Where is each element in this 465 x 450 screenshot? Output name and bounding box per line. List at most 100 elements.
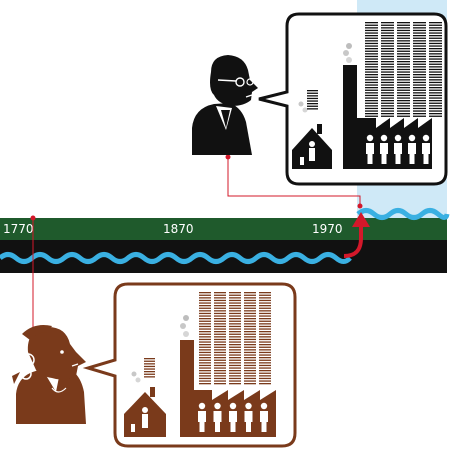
money-bill	[199, 302, 211, 304]
money-bill	[397, 22, 410, 24]
money-bill	[413, 115, 426, 117]
money-bill	[381, 48, 394, 50]
money-bill	[397, 35, 410, 37]
money-bill	[259, 328, 271, 330]
money-bill	[259, 315, 271, 317]
worker-icon	[366, 134, 430, 164]
money-bill	[381, 92, 394, 94]
money-bill	[229, 315, 241, 317]
money-bill	[381, 105, 394, 107]
money-bill	[244, 331, 256, 333]
worker-body	[244, 411, 253, 432]
money-bill	[381, 29, 394, 32]
money-bill	[429, 24, 442, 26]
money-bill	[413, 42, 426, 45]
money-bill	[214, 315, 226, 317]
money-bill	[397, 63, 410, 65]
money-bill	[259, 351, 271, 354]
money-bill	[214, 318, 226, 320]
money-bill	[397, 71, 410, 73]
money-bill	[214, 372, 226, 374]
money-bill	[365, 100, 378, 102]
worker-head	[394, 134, 402, 142]
money-bill	[244, 359, 256, 361]
worker-body	[394, 143, 402, 164]
money-bill	[214, 312, 226, 315]
money-bill	[365, 94, 378, 97]
money-bill	[429, 76, 442, 78]
money-bill	[413, 79, 426, 81]
money-bill	[244, 320, 256, 322]
money-bill	[397, 89, 410, 91]
money-bill	[429, 81, 442, 84]
money-bill	[413, 110, 426, 112]
money-bill	[429, 105, 442, 107]
money-bill	[259, 346, 271, 348]
money-bill	[229, 336, 241, 338]
money-bill	[413, 100, 426, 102]
money-bill	[229, 362, 241, 364]
worker-head	[260, 402, 268, 410]
money-bill	[199, 359, 211, 361]
money-bill	[365, 37, 378, 39]
money-bill	[259, 323, 271, 325]
money-bill	[229, 383, 241, 385]
money-bill	[199, 362, 211, 364]
money-bill	[259, 359, 271, 361]
money-bill	[429, 40, 442, 42]
worker-head	[214, 402, 221, 410]
money-bill	[229, 372, 241, 374]
money-bill	[229, 344, 241, 346]
money-bill	[214, 349, 226, 351]
money-bill	[229, 377, 241, 380]
money-bill	[413, 58, 426, 60]
year-label-1970: 1970	[312, 222, 343, 236]
money-bill	[199, 307, 211, 309]
money-bill	[244, 325, 256, 328]
money-bill	[229, 333, 241, 335]
money-bill	[229, 325, 241, 328]
money-bill	[214, 338, 226, 341]
money-bill	[214, 354, 226, 356]
worker-head	[198, 402, 206, 410]
money-bill	[365, 42, 378, 45]
money-bill	[413, 55, 426, 58]
money-bill	[413, 61, 426, 63]
money-bill	[214, 380, 226, 382]
money-bill	[229, 328, 241, 330]
money-bill	[365, 35, 378, 37]
money-bill	[381, 55, 394, 58]
money-bill	[397, 100, 410, 102]
money-bill	[413, 32, 426, 34]
money-bill	[244, 341, 256, 343]
money-bill	[214, 320, 226, 322]
money-bill	[214, 341, 226, 343]
money-bill	[381, 37, 394, 39]
money-bill	[397, 48, 410, 50]
money-bill	[199, 372, 211, 374]
money-bill	[381, 107, 394, 110]
money-bill	[199, 336, 211, 338]
money-bill	[397, 68, 410, 71]
money-bill	[429, 107, 442, 110]
money-bill	[244, 370, 256, 372]
money-bill	[365, 107, 378, 110]
money-bill	[397, 105, 410, 107]
money-bill	[229, 375, 241, 377]
money-bill	[397, 42, 410, 45]
money-bill	[244, 315, 256, 317]
money-bill	[413, 40, 426, 42]
money-bill	[199, 349, 211, 351]
money-bill	[229, 351, 241, 354]
money-bill	[229, 292, 241, 294]
money-bill	[214, 357, 226, 359]
money-bill	[199, 367, 211, 369]
money-bill	[244, 333, 256, 335]
money-bill	[244, 346, 256, 348]
money-bill	[413, 24, 426, 26]
money-bill	[365, 48, 378, 50]
money-bill	[365, 92, 378, 94]
money-bill	[259, 312, 271, 315]
money-bill	[429, 27, 442, 29]
worker-head	[380, 134, 388, 142]
